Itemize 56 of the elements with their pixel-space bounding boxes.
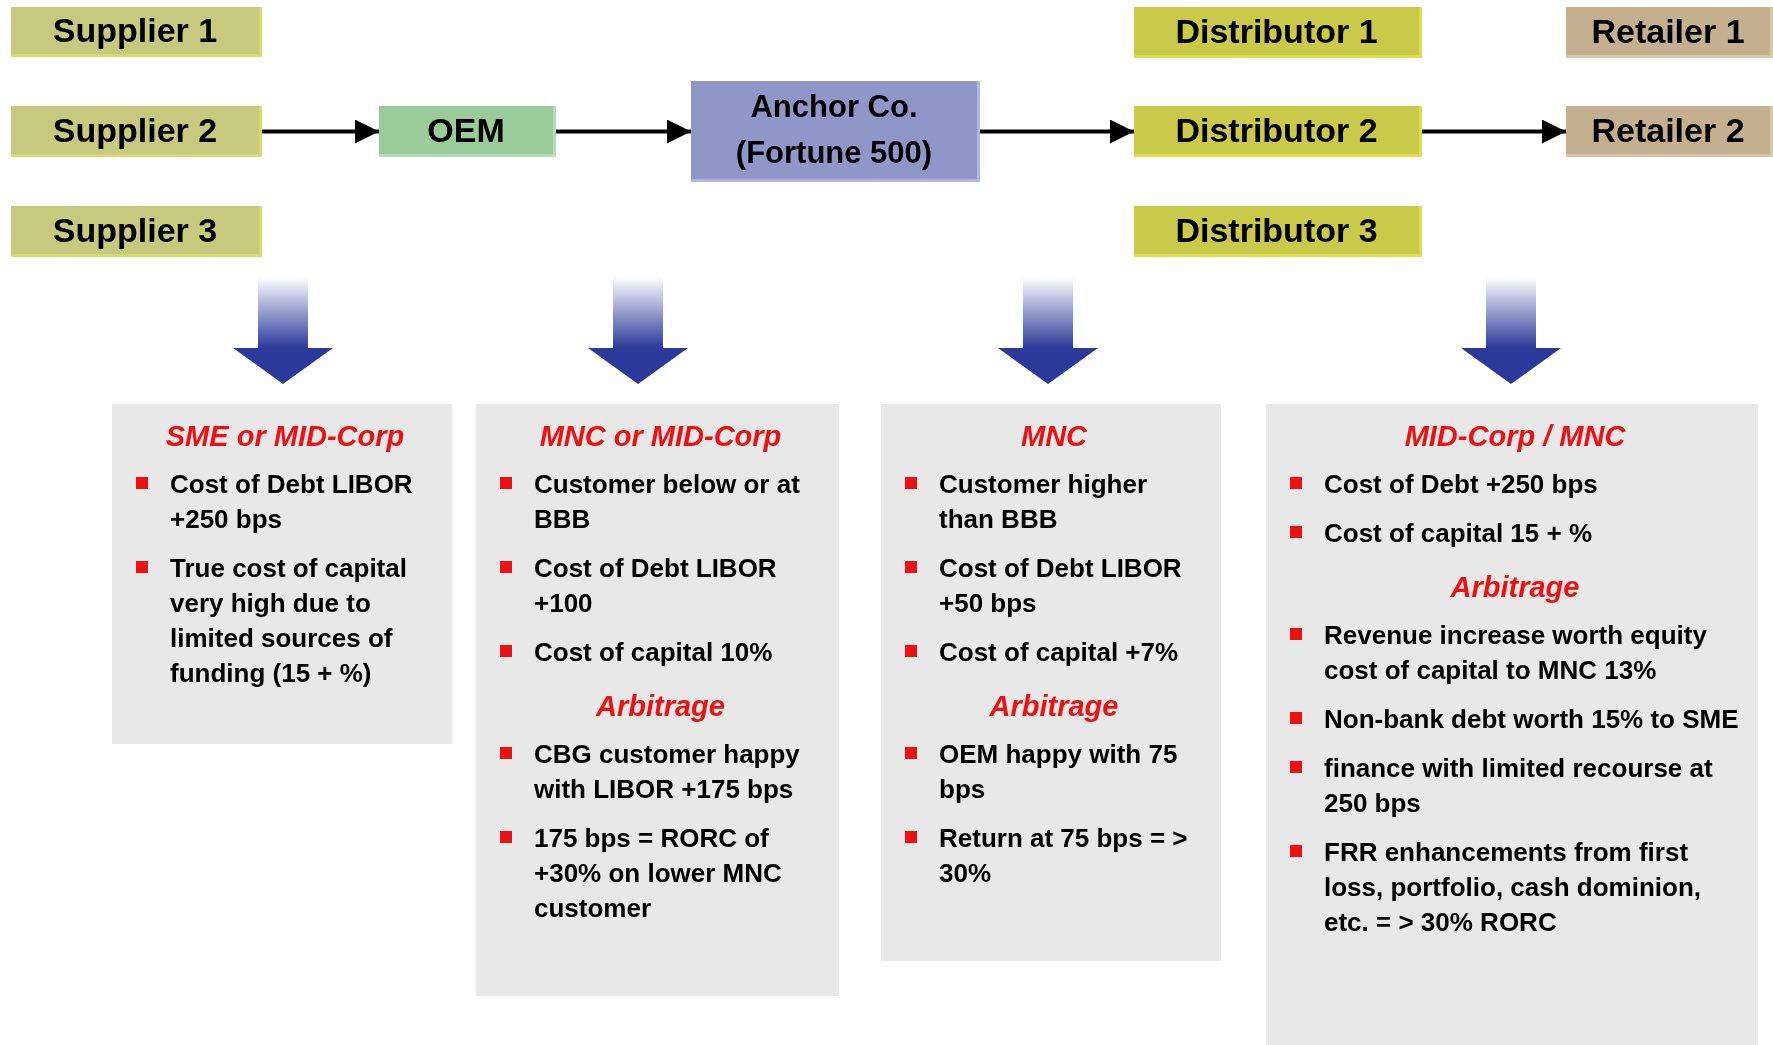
bullet-text: Revenue increase worth equity cost of capital to MNC 13% [1324, 619, 1708, 687]
bullet-text: finance with limited recourse at 250 bps [1324, 752, 1714, 820]
block-arrow [998, 277, 1098, 384]
bullet-text: 175 bps = RORC of +30% on lower MNC customer [534, 822, 783, 925]
bullet-text: FRR enhancements from first loss, portfolio, cash dominion, etc. = > 30% RORC [1324, 836, 1702, 939]
box-label: Retailer 1 [1591, 11, 1745, 51]
entity-box [691, 81, 980, 182]
bullet-text: Non-bank debt worth 15% to SME [1324, 703, 1739, 736]
entity-box [11, 206, 262, 257]
arrow [980, 119, 1134, 144]
entity-box [1134, 7, 1422, 58]
section-heading: MNC [1019, 420, 1088, 453]
bullet-text: Customer higher than BBB [939, 468, 1149, 536]
box-label: Supplier 1 [52, 11, 218, 50]
block-arrow [1461, 277, 1561, 384]
bullet-text: Cost of Debt +250 bps [1324, 468, 1598, 501]
section-heading: SME or MID-Corp [164, 420, 406, 453]
block-arrow [588, 277, 688, 384]
entity-box [1134, 106, 1422, 157]
info-panel [881, 404, 1221, 961]
entity-box [1566, 106, 1773, 157]
section-heading: Arbitrage [988, 690, 1120, 723]
section-heading: Arbitrage [594, 690, 726, 723]
bullet-text: Cost of Debt LIBOR +50 bps [939, 552, 1183, 620]
bullet-text: OEM happy with 75 bps [939, 738, 1179, 806]
arrow [1422, 119, 1566, 144]
box-label: Retailer 2 [1591, 110, 1745, 150]
arrow [262, 119, 379, 144]
bullet-text: Cost of Debt LIBOR +100 [534, 552, 778, 620]
section-heading: Arbitrage [1449, 571, 1581, 604]
entity-box [11, 7, 262, 57]
info-panel [476, 404, 839, 996]
entity-box [11, 106, 262, 157]
bullet-text: Cost of capital +7% [939, 636, 1179, 669]
box-label: Distributor 3 [1175, 210, 1378, 250]
box-label: Supplier 2 [52, 110, 218, 150]
bullet-text: Return at 75 bps = > 30% [939, 822, 1189, 890]
box-label: Distributor 1 [1175, 11, 1378, 51]
arrow [556, 119, 691, 144]
info-panel [1266, 404, 1758, 1045]
entity-box [379, 106, 556, 157]
section-heading: MID-Corp / MNC [1403, 420, 1627, 453]
entity-box [1566, 7, 1773, 58]
bullet-text: Cost of Debt LIBOR +250 bps [170, 468, 414, 536]
entity-box [1134, 206, 1422, 257]
box-label: Anchor Co. (Fortune 500) [734, 88, 934, 172]
bullet-text: CBG customer happy with LIBOR +175 bps [534, 738, 801, 806]
section-heading: MNC or MID-Corp [538, 420, 783, 453]
info-panel [112, 404, 452, 744]
bullet-text: Customer below or at BBB [534, 468, 801, 536]
box-label: OEM [427, 110, 505, 150]
box-label: Supplier 3 [52, 210, 218, 250]
box-label: Distributor 2 [1175, 110, 1378, 150]
bullet-text: True cost of capital very high due to limited sources of funding (15 + %) [170, 552, 408, 690]
bullet-text: Cost of capital 10% [534, 636, 773, 669]
bullet-text: Cost of capital 15 + % [1324, 517, 1593, 550]
